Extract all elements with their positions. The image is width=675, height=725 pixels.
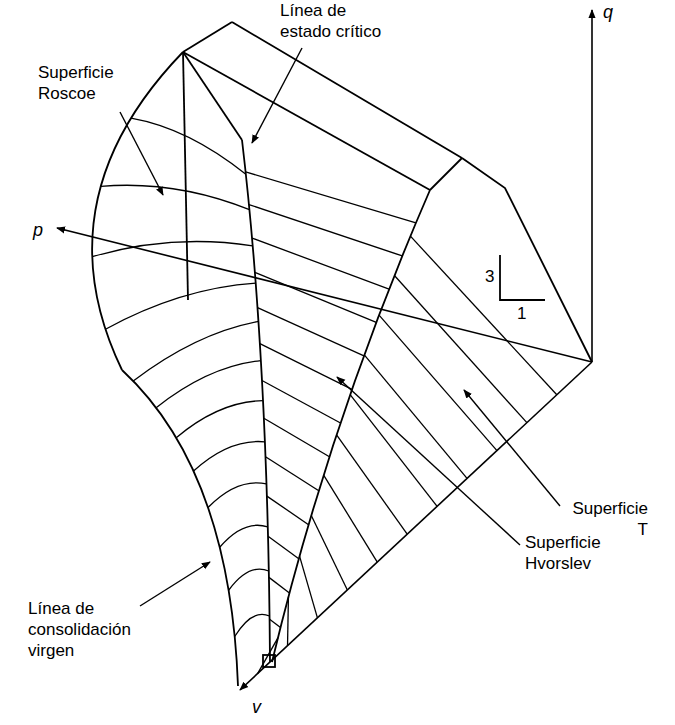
hvorslev-hatch	[246, 172, 416, 223]
line-label: Línea de estado crítico	[280, 0, 388, 42]
leader-arrow	[464, 390, 560, 506]
critical-state-line	[242, 140, 270, 662]
line-label: Línea de consolidación virgen	[28, 598, 138, 661]
t-surface-hatch	[311, 515, 347, 589]
surface-outline	[92, 22, 592, 686]
top-edge	[183, 52, 242, 140]
roscoe-hatch	[235, 614, 270, 636]
t-surface-hatch	[258, 638, 278, 674]
tension-edge	[462, 158, 592, 362]
roscoe-hatch	[133, 321, 258, 381]
axis-label: p	[33, 220, 43, 241]
axis-label: q	[603, 2, 613, 23]
slope-number: 3	[485, 266, 494, 287]
virgin-consolidation-line	[122, 370, 238, 686]
t-surface-hatch	[394, 276, 526, 423]
leader-lines	[120, 48, 560, 606]
axis-label: v	[252, 697, 261, 718]
p-axis	[57, 228, 592, 362]
leader-arrow	[337, 377, 520, 545]
surface-label: Superficie Roscoe	[38, 62, 128, 104]
leader-arrow	[140, 562, 210, 606]
hvorslev-hatch	[262, 381, 341, 424]
t-surface-hatch	[410, 236, 556, 395]
v-axis	[240, 362, 592, 690]
surface-hatching	[92, 118, 557, 673]
t-surface-hatch	[337, 435, 408, 534]
roscoe-hatch	[229, 569, 269, 590]
top-edge	[232, 22, 462, 158]
roscoe-hatch	[156, 361, 261, 408]
t-surface-hatch	[350, 395, 437, 507]
hvorslev-hatch	[264, 418, 330, 457]
slope-triangle	[500, 255, 545, 300]
t-surface-hatch	[300, 556, 318, 618]
surface-label: Superficie Hvorslev	[525, 532, 615, 574]
roscoe-hatch	[194, 441, 265, 470]
roscoe-hatch	[220, 525, 268, 547]
top-edge	[183, 22, 232, 52]
roscoe-hatch	[101, 185, 250, 209]
hvorslev-hatch	[270, 619, 281, 627]
t-surface-hatch	[324, 475, 378, 562]
section-line	[183, 52, 188, 300]
hvorslev-hatch	[269, 577, 289, 593]
axes	[57, 10, 592, 690]
hvorslev-hatch	[258, 308, 364, 356]
hvorslev-hatch	[267, 496, 309, 525]
t-surface-hatch	[379, 315, 497, 450]
hvorslev-hatch	[260, 344, 352, 390]
roscoe-hatch	[176, 401, 263, 438]
hvorslev-boundary	[272, 190, 430, 662]
hvorslev-hatch	[268, 536, 299, 559]
roscoe-outline	[92, 52, 183, 370]
top-edge	[430, 158, 462, 190]
roscoe-hatch	[105, 283, 255, 329]
roscoe-hatch	[208, 483, 266, 508]
top-edge	[183, 52, 430, 190]
slope-number: 1	[517, 303, 526, 324]
hvorslev-hatch	[249, 205, 402, 256]
leader-arrow	[252, 48, 302, 143]
hvorslev-hatch	[266, 457, 319, 491]
q-axis	[591, 10, 593, 362]
roscoe-hatch	[92, 242, 252, 257]
surface-tip	[263, 655, 275, 667]
leader-arrow	[120, 112, 163, 195]
